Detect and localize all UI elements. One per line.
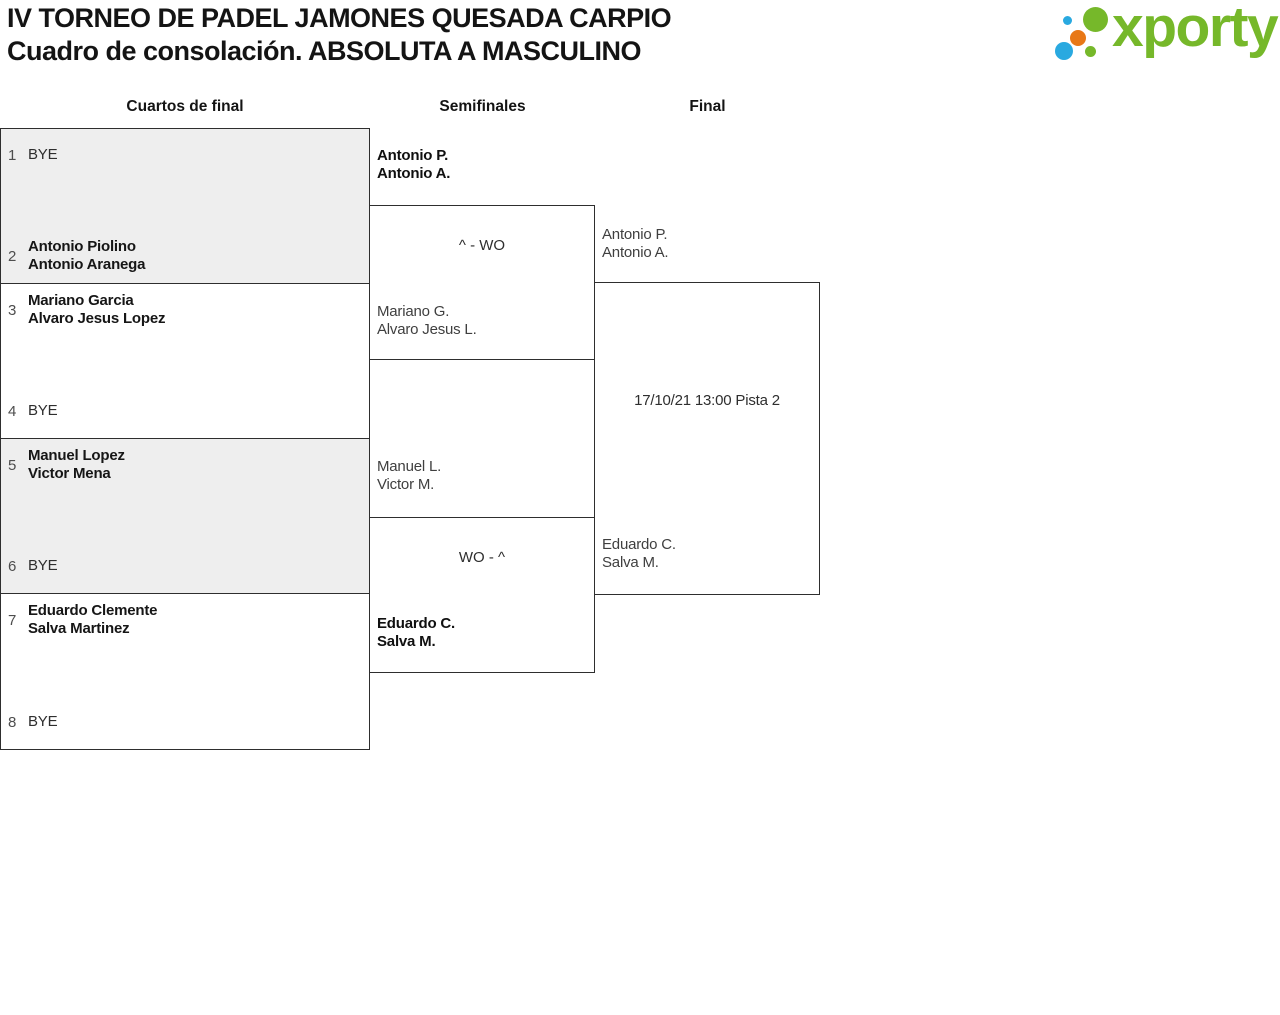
team-name-line: Salva M.: [602, 554, 659, 571]
match-sf1: [369, 205, 595, 360]
team-name-line: Manuel L.: [377, 458, 442, 475]
final-team-top: Antonio P. Antonio A.: [602, 226, 669, 262]
logo-dot-icon: [1070, 30, 1086, 46]
team-slot-7: 7 Eduardo Clemente Salva Martinez: [8, 602, 363, 638]
team-name-line: Mariano G.: [377, 303, 450, 320]
match-qf4: 7 Eduardo Clemente Salva Martinez 8 BYE: [0, 593, 370, 750]
page-header: IV TORNEO DE PADEL JAMONES QUESADA CARPI…: [7, 2, 672, 68]
match-qf1: 1 BYE 2 Antonio Piolino Antonio Aranega: [0, 128, 370, 284]
team-names: Eduardo Clemente Salva Martinez: [28, 602, 158, 638]
seed-number: 6: [8, 557, 17, 575]
team-name-line: Antonio P.: [377, 147, 449, 164]
match-qf2: 3 Mariano Garcia Alvaro Jesus Lopez 4 BY…: [0, 283, 370, 439]
team-names: Manuel Lopez Victor Mena: [28, 447, 125, 483]
team-name-line: Eduardo Clemente: [28, 602, 158, 619]
seed-number: 5: [8, 456, 17, 474]
team-slot-2: 2 Antonio Piolino Antonio Aranega: [8, 238, 363, 274]
team-name-line: Antonio P.: [602, 226, 668, 243]
sf2-score: WO - ^: [458, 549, 506, 566]
match-sf2: [369, 517, 595, 673]
logo-dot-icon: [1083, 7, 1108, 32]
logo-dot-icon: [1063, 16, 1072, 25]
seed-number: 8: [8, 713, 17, 731]
team-name-line: Alvaro Jesus L.: [377, 321, 477, 338]
sf1-score: ^ - WO: [458, 237, 506, 254]
bye-label: BYE: [28, 146, 58, 163]
team-slot-4: 4 BYE: [8, 393, 363, 429]
team-slot-3: 3 Mariano Garcia Alvaro Jesus Lopez: [8, 292, 363, 328]
team-names: Antonio Piolino Antonio Aranega: [28, 238, 145, 274]
team-name-line: Salva Martinez: [28, 620, 130, 637]
team-slot-5: 5 Manuel Lopez Victor Mena: [8, 447, 363, 483]
team-name-line: Victor M.: [377, 476, 435, 493]
page-subtitle: Cuadro de consolación. ABSOLUTA A MASCUL…: [7, 36, 642, 66]
bye-label: BYE: [28, 402, 58, 419]
team-name-line: Eduardo C.: [377, 615, 456, 632]
round-header-semifinals: Semifinales: [439, 98, 526, 115]
final-match-info: 17/10/21 13:00 Pista 2: [634, 392, 780, 409]
team-name-line: Antonio Piolino: [28, 238, 136, 255]
logo-text: xporty: [1112, 0, 1279, 59]
team-name-line: Alvaro Jesus Lopez: [28, 310, 166, 327]
sf1-team-bottom: Mariano G. Alvaro Jesus L.: [377, 303, 477, 339]
seed-number: 3: [8, 301, 17, 319]
round-header-quarterfinals: Cuartos de final: [126, 98, 244, 115]
team-name-line: Eduardo C.: [602, 536, 676, 553]
seed-number: 7: [8, 611, 17, 629]
bye-label: BYE: [28, 713, 58, 730]
team-slot-1: 1 BYE: [8, 137, 363, 173]
team-name-line: Antonio A.: [602, 244, 669, 261]
seed-number: 4: [8, 402, 17, 420]
page-title: IV TORNEO DE PADEL JAMONES QUESADA CARPI…: [7, 3, 672, 33]
round-header-final: Final: [689, 98, 726, 115]
sf1-team-top: Antonio P. Antonio A.: [377, 147, 450, 183]
sf2-team-bottom: Eduardo C. Salva M.: [377, 615, 455, 651]
team-name-line: Victor Mena: [28, 465, 111, 482]
match-qf3: 5 Manuel Lopez Victor Mena 6 BYE: [0, 438, 370, 594]
logo-dot-icon: [1085, 46, 1096, 57]
team-slot-6: 6 BYE: [8, 548, 363, 584]
team-names: Mariano Garcia Alvaro Jesus Lopez: [28, 292, 165, 328]
match-final: [594, 282, 820, 595]
team-name-line: Antonio A.: [377, 165, 451, 182]
final-team-bottom: Eduardo C. Salva M.: [602, 536, 676, 572]
team-name-line: Mariano Garcia: [28, 292, 134, 309]
logo-dot-icon: [1055, 42, 1073, 60]
sf2-team-top: Manuel L. Victor M.: [377, 458, 441, 494]
seed-number: 2: [8, 247, 17, 265]
team-slot-8: 8 BYE: [8, 704, 363, 740]
team-name-line: Antonio Aranega: [28, 256, 146, 273]
seed-number: 1: [8, 146, 17, 164]
xporty-logo[interactable]: xporty: [1050, 0, 1280, 74]
bye-label: BYE: [28, 557, 58, 574]
team-name-line: Salva M.: [377, 633, 436, 650]
team-name-line: Manuel Lopez: [28, 447, 125, 464]
